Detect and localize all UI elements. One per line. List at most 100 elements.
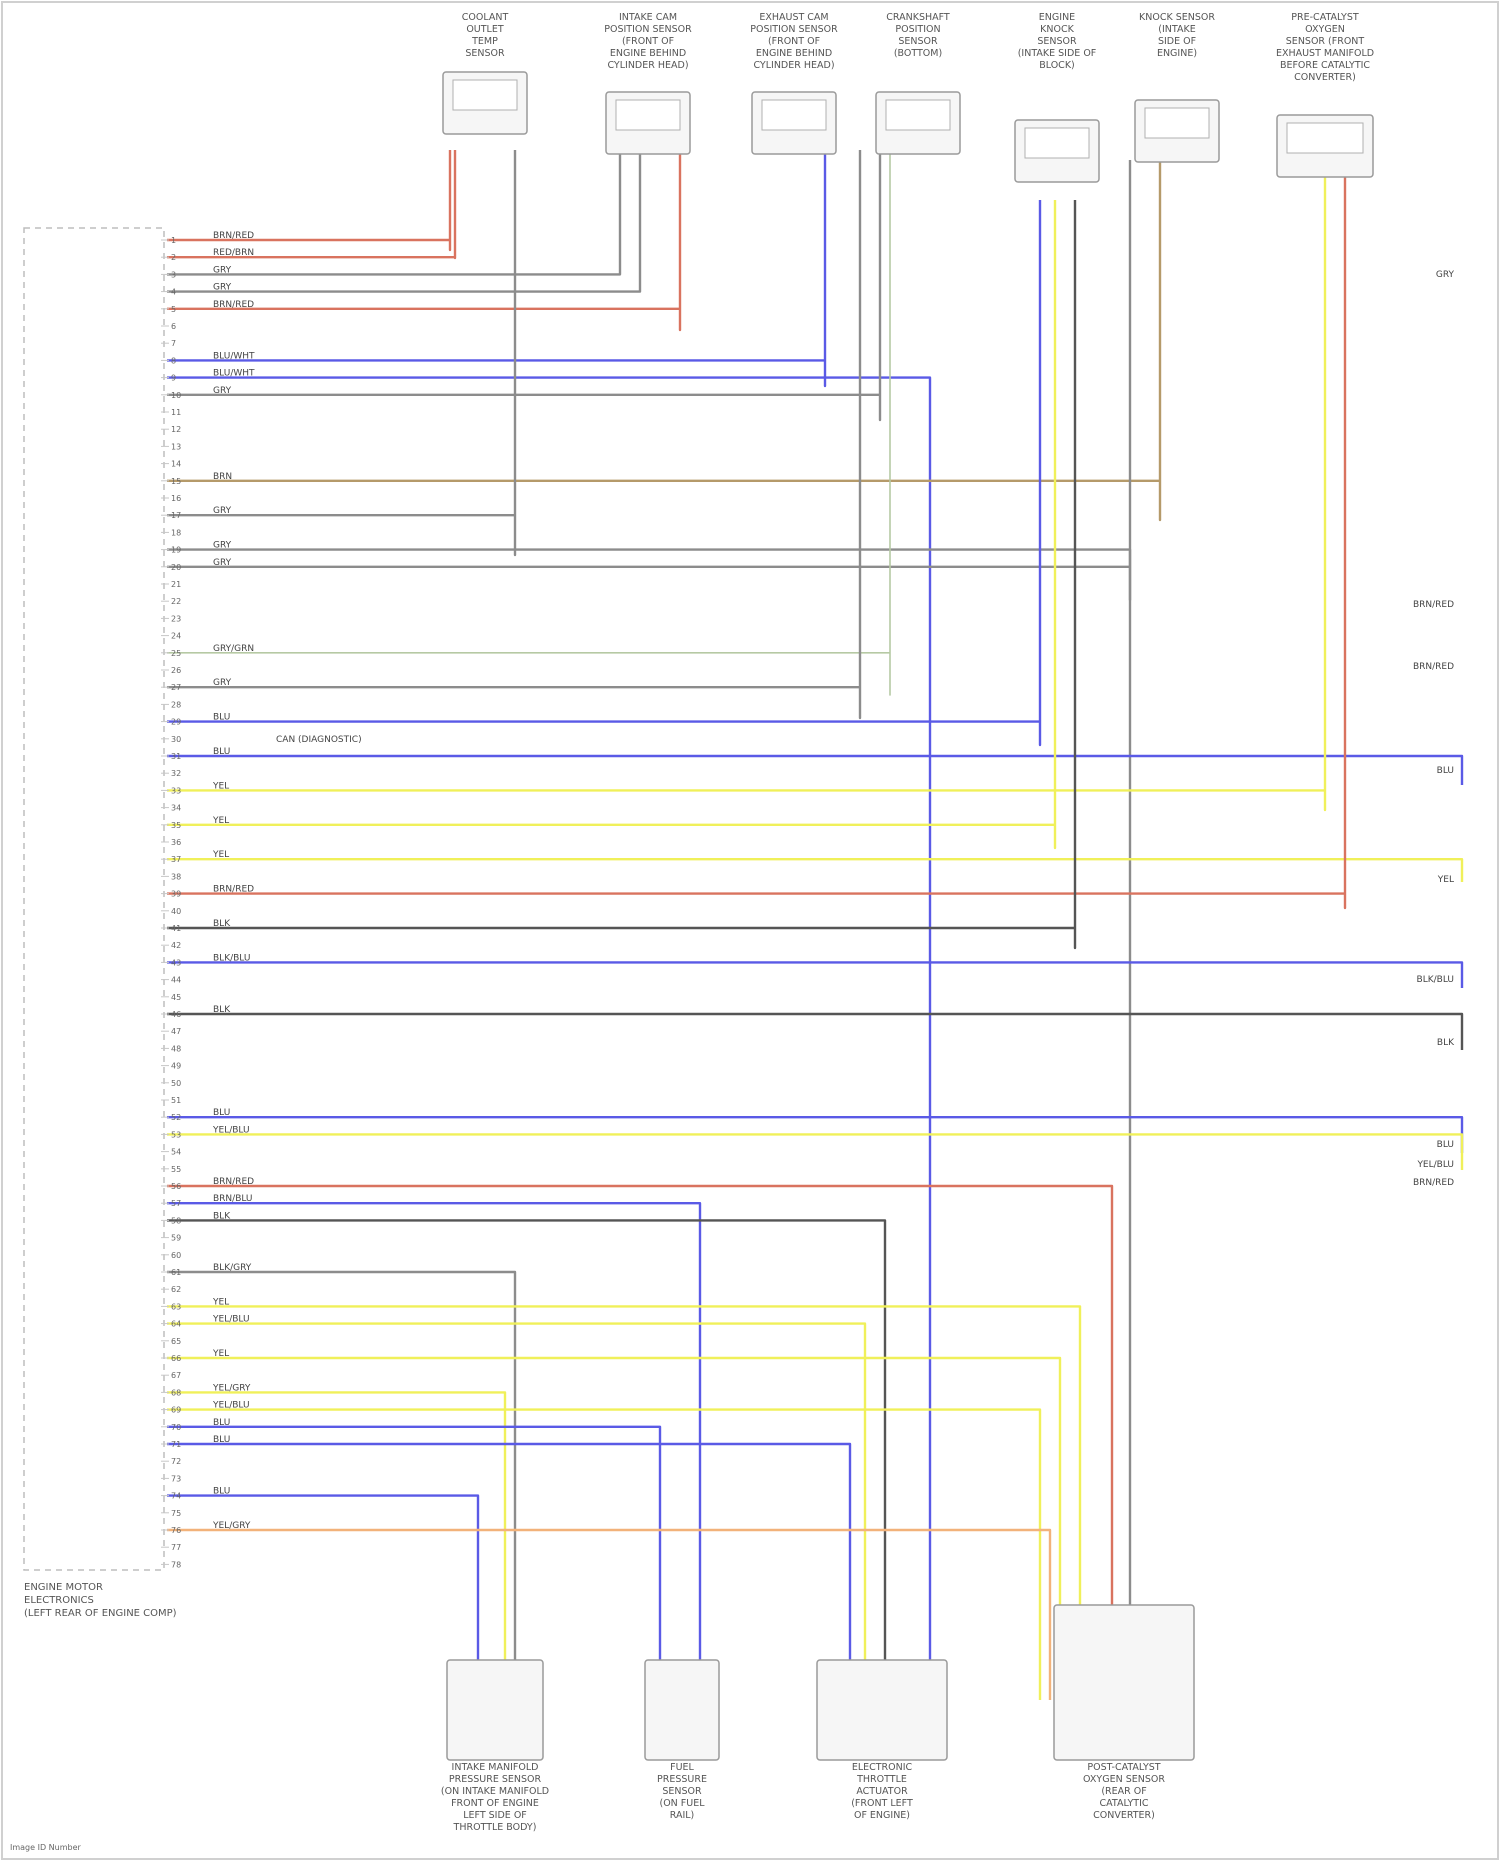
wire-label: GRY [213,541,232,551]
ecm-pin-number: 8 [171,356,176,365]
component-label-line: TEMP [471,36,498,47]
component-label-line: SENSOR [898,36,938,47]
ecm-pin-number: 56 [171,1182,181,1191]
wire-brn-red [167,160,1345,908]
component-label-line: CONVERTER) [1294,72,1356,83]
component-label-line: KNOCK [1040,24,1074,35]
component-label-line: ENGINE [1039,12,1075,23]
wire-label: YEL [212,1349,229,1359]
ecm-pin-number: 19 [171,546,181,555]
wire-label: GRY/GRN [213,644,254,654]
ecm-pin-number: 73 [171,1474,181,1483]
component-label-line: PRE-CATALYST [1291,12,1359,23]
component-label-line: BEFORE CATALYTIC [1280,60,1370,71]
component-label-line: THROTTLE BODY) [453,1822,537,1833]
ecm-pin-number: 25 [171,649,181,658]
wire-label: BLK [213,1211,231,1221]
ecm-pin-number: 36 [171,838,181,847]
ecm-pin-number: 14 [171,460,181,469]
ecm-pin-number: 29 [171,718,181,727]
wire-label: RED/BRN [213,248,254,258]
component-label-line: SENSOR (FRONT [1286,36,1365,47]
right-side-label: BLU [1437,1140,1454,1150]
component-label-line: INTAKE MANIFOLD [452,1762,539,1773]
ecm-pin-number: 64 [171,1320,181,1329]
ecm-pin-number: 23 [171,614,181,623]
wire-blu [167,1427,660,1700]
sensor-body-c1 [453,80,517,110]
wire-label: BLK [213,1005,231,1015]
wire-blu-wht [167,150,825,386]
component-label-line: (ON FUEL [659,1798,705,1809]
component-label-line: SENSOR [662,1786,702,1797]
ecm-pin-number: 30 [171,735,181,744]
wire-brn-blu [167,1203,700,1700]
ecm-label-1: ENGINE MOTOR [24,1582,103,1593]
component-label-line: CATALYTIC [1099,1798,1148,1809]
component-label-line: ACTUATOR [856,1786,908,1797]
component-label-line: FUEL [670,1762,694,1773]
wire-label: BLU [213,713,230,723]
ecm-pin-number: 31 [171,752,181,761]
sensor-connector-b3 [817,1660,947,1760]
component-label-line: (FRONT OF [622,36,674,47]
ecm-pin-number: 78 [171,1560,181,1569]
sensor-body-c6 [1145,108,1209,138]
sensor-connector-b4 [1054,1605,1194,1760]
component-label-line: ENGINE BEHIND [610,48,686,59]
ecm-pin-number: 59 [171,1234,181,1243]
ecm-pin-number: 77 [171,1543,181,1552]
wire-label: BLU [213,1435,230,1445]
wire-blu-wht [167,378,930,1700]
wire-blu [167,200,1040,745]
ecm-pin-number: 75 [171,1509,181,1518]
wire-label: BRN/RED [213,1177,254,1187]
component-label-line: POST-CATALYST [1087,1762,1160,1773]
wire-label: YEL [212,850,229,860]
sensor-body-c2 [616,100,680,130]
wire-label: BLU [213,1418,230,1428]
ecm-pin-number: 22 [171,597,181,606]
wire-blk [167,200,1075,948]
component-label-line: (ON INTAKE MANIFOLD [441,1786,549,1797]
ecm-pin-number: 18 [171,528,181,537]
component-label-line: POSITION [895,24,940,35]
right-side-label: BLU [1437,766,1454,776]
component-label-line: POSITION SENSOR [750,24,838,35]
component-label-line: FRONT OF ENGINE [451,1798,539,1809]
ecm-pin-number: 20 [171,563,181,572]
ecm-pin-number: 26 [171,666,181,675]
wire-gry [167,150,860,718]
ecm-pin-number: 41 [171,924,181,933]
ecm-pin-number: 68 [171,1388,181,1397]
sensor-body-c3 [762,100,826,130]
wire-label: BLK/GRY [213,1263,252,1273]
wire-label: BLK [213,919,231,929]
ecm-pin-number: 43 [171,958,181,967]
component-label-line: SIDE OF [1158,36,1196,47]
component-label-line: POSITION SENSOR [604,24,692,35]
component-label-line: (FRONT OF [768,36,820,47]
component-label-line: INTAKE CAM [619,12,677,23]
ecm-pin-number: 70 [171,1423,181,1432]
ecm-pin-number: 39 [171,890,181,899]
component-label-line: PRESSURE SENSOR [449,1774,542,1785]
wire-gry-grn [167,150,890,695]
ecm-pin-number: 58 [171,1216,181,1225]
ecm-pin-number: 2 [171,253,176,262]
ecm-pin-number: 52 [171,1113,181,1122]
ecm-pin-number: 12 [171,425,181,434]
ecm-pin-number: 53 [171,1130,181,1139]
sensor-connector-b1 [447,1660,543,1760]
sensor-body-c7 [1287,123,1363,153]
right-side-label: GRY [1436,270,1455,280]
right-side-label: BLK/BLU [1417,975,1454,985]
component-label-line: CYLINDER HEAD) [607,60,688,71]
component-label-line: LEFT SIDE OF [463,1810,527,1821]
wire-label: YEL [212,781,229,791]
ecm-pin-number: 10 [171,391,181,400]
ecm-pin-number: 35 [171,821,181,830]
wire-blk-blu [167,962,1462,988]
wire-label: GRY [213,265,232,275]
